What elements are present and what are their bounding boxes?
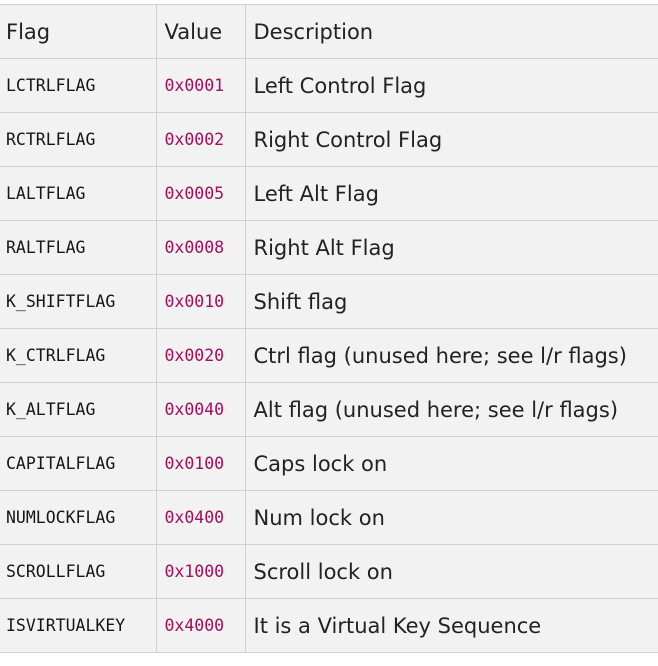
header-description: Description	[245, 4, 658, 59]
table-row: RCTRLFLAG 0x0002 Right Control Flag	[0, 112, 658, 167]
flag-value: 0x0001	[156, 58, 246, 113]
flag-description: Left Alt Flag	[245, 166, 658, 221]
table-row: K_ALTFLAG 0x0040 Alt flag (unused here; …	[0, 382, 658, 437]
flag-description: Ctrl flag (unused here; see l/r flags)	[245, 328, 658, 383]
flag-value: 0x0100	[156, 436, 246, 491]
table-row: K_CTRLFLAG 0x0020 Ctrl flag (unused here…	[0, 328, 658, 383]
flag-value: 0x0010	[156, 274, 246, 329]
flag-value: 0x0008	[156, 220, 246, 275]
flag-description: Scroll lock on	[245, 544, 658, 599]
flag-name: K_SHIFTFLAG	[0, 274, 157, 329]
flag-value: 0x0040	[156, 382, 246, 437]
flag-name: LALTFLAG	[0, 166, 157, 221]
flag-name: CAPITALFLAG	[0, 436, 157, 491]
flag-value: 0x0005	[156, 166, 246, 221]
table-header: Flag Value Description	[0, 4, 658, 59]
table-row: K_SHIFTFLAG 0x0010 Shift flag	[0, 274, 658, 329]
flag-description: Right Control Flag	[245, 112, 658, 167]
header-row: Flag Value Description	[0, 4, 658, 59]
flags-table: Flag Value Description LCTRLFLAG 0x0001 …	[0, 4, 658, 653]
flag-description: Caps lock on	[245, 436, 658, 491]
table-row: CAPITALFLAG 0x0100 Caps lock on	[0, 436, 658, 491]
header-flag: Flag	[0, 4, 157, 59]
flag-description: Left Control Flag	[245, 58, 658, 113]
flag-name: SCROLLFLAG	[0, 544, 157, 599]
flag-description: Alt flag (unused here; see l/r flags)	[245, 382, 658, 437]
flag-description: It is a Virtual Key Sequence	[245, 598, 658, 653]
flag-name: K_CTRLFLAG	[0, 328, 157, 383]
flag-name: ISVIRTUALKEY	[0, 598, 157, 653]
flag-name: RCTRLFLAG	[0, 112, 157, 167]
flag-description: Shift flag	[245, 274, 658, 329]
flag-name: NUMLOCKFLAG	[0, 490, 157, 545]
flag-value: 0x4000	[156, 598, 246, 653]
flag-value: 0x0020	[156, 328, 246, 383]
flag-description: Right Alt Flag	[245, 220, 658, 275]
table-row: RALTFLAG 0x0008 Right Alt Flag	[0, 220, 658, 275]
table-body: LCTRLFLAG 0x0001 Left Control Flag RCTRL…	[0, 58, 658, 653]
flag-name: RALTFLAG	[0, 220, 157, 275]
table-row: LCTRLFLAG 0x0001 Left Control Flag	[0, 58, 658, 113]
table-row: ISVIRTUALKEY 0x4000 It is a Virtual Key …	[0, 598, 658, 653]
flag-value: 0x0002	[156, 112, 246, 167]
flag-value: 0x1000	[156, 544, 246, 599]
flag-description: Num lock on	[245, 490, 658, 545]
flag-value: 0x0400	[156, 490, 246, 545]
table-row: SCROLLFLAG 0x1000 Scroll lock on	[0, 544, 658, 599]
flag-name: LCTRLFLAG	[0, 58, 157, 113]
table-row: LALTFLAG 0x0005 Left Alt Flag	[0, 166, 658, 221]
header-value: Value	[156, 4, 246, 59]
table-row: NUMLOCKFLAG 0x0400 Num lock on	[0, 490, 658, 545]
flag-name: K_ALTFLAG	[0, 382, 157, 437]
